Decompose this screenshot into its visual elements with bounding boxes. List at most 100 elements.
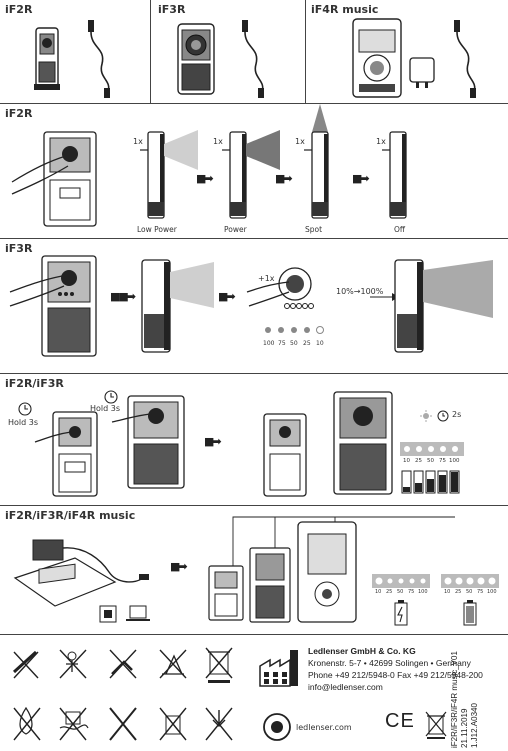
battery-level-icons xyxy=(401,470,460,494)
if2r-charging-device xyxy=(208,565,244,621)
charge-left-10: 10 xyxy=(375,589,382,595)
clock-icon xyxy=(18,402,32,416)
if3r-lamp-on xyxy=(141,259,214,353)
globe-info-icon xyxy=(263,713,291,741)
level-50: 50 xyxy=(290,340,298,347)
next-step-arrow-6: ■➡ xyxy=(204,435,222,448)
doc-code: 1.J12.A0340 xyxy=(470,703,479,748)
if4r-charging-device xyxy=(297,521,357,623)
ce-mark: CE xyxy=(385,710,415,732)
mode-label-power: Power xyxy=(224,225,247,234)
dimming-range: 10%→100% xyxy=(336,287,384,296)
section-label-if2r: iF2R xyxy=(5,107,33,120)
divider-1 xyxy=(0,103,508,104)
lamp-spot xyxy=(304,104,329,219)
section-label-charging: iF2R/iF3R/iF4R music xyxy=(5,509,136,522)
next-step-arrow-1: ■➡ xyxy=(196,172,214,185)
charge-level-25: 25 xyxy=(415,458,422,464)
divider-v2 xyxy=(305,0,306,103)
next-step-arrow-7: ■➡ xyxy=(170,560,188,573)
warning-icons-grid xyxy=(12,647,233,741)
timer-label: 2s xyxy=(452,410,462,419)
if2r-hold-illustration xyxy=(34,411,98,497)
if4r-cable-illustration xyxy=(454,20,476,98)
charge-left-50: 50 xyxy=(397,589,404,595)
charge-left-25: 25 xyxy=(386,589,393,595)
model-label-if4r: iF4R music xyxy=(311,3,379,16)
weee-bin-icon xyxy=(425,711,447,739)
if3r-charging-device xyxy=(249,547,291,623)
clock-icon xyxy=(437,410,449,422)
section-label-if2r-if3r: iF2R/iF3R xyxy=(5,377,64,390)
charge-left-75: 75 xyxy=(408,589,415,595)
section-label-if3r: iF3R xyxy=(5,242,33,255)
company-info: Ledlenser GmbH & Co. KG Kronenstr. 5-7 •… xyxy=(308,645,483,693)
hold-label-left: Hold 3s xyxy=(8,418,39,427)
press-count-2: 1x xyxy=(213,137,223,146)
company-email[interactable]: info@ledlenser.com xyxy=(308,682,383,692)
level-25: 25 xyxy=(303,340,311,347)
divider-5 xyxy=(0,634,508,635)
model-label-if3r: iF3R xyxy=(158,3,186,16)
battery-full-icon xyxy=(463,600,477,626)
if2r-hand-press-illustration xyxy=(11,131,97,227)
doc-date: 21.11.2019 xyxy=(460,708,469,748)
usb-plug-icon xyxy=(99,605,117,623)
if3r-battery-check xyxy=(333,391,393,495)
if3r-device-illustration xyxy=(177,23,215,95)
charging-level-dots-left xyxy=(372,574,430,588)
charge-left-100: 100 xyxy=(418,589,428,595)
brightness-level-dots xyxy=(265,326,324,334)
charge-right-10: 10 xyxy=(444,589,451,595)
level-100: 100 xyxy=(263,340,275,347)
divider-2 xyxy=(0,238,508,239)
sun-icon xyxy=(420,410,432,422)
laptop-charging-illustration xyxy=(13,539,149,607)
mode-label-off: Off xyxy=(394,225,406,234)
hold-label-right: Hold 3s xyxy=(90,404,121,413)
level-75: 75 xyxy=(278,340,286,347)
level-10: 10 xyxy=(316,340,324,347)
company-address: Kronenstr. 5-7 • 42699 Solingen • German… xyxy=(308,658,471,668)
if2r-device-illustration xyxy=(34,27,60,90)
charge-right-75: 75 xyxy=(477,589,484,595)
charge-level-75: 75 xyxy=(439,458,446,464)
dimming-press-count: +1x xyxy=(258,274,275,283)
press-count-1: 1x xyxy=(133,137,143,146)
next-step-arrow-2: ■➡ xyxy=(275,172,293,185)
factory-icon xyxy=(259,650,298,687)
doc-version: iF2R/iF3R/iF4R music_V01 xyxy=(450,651,459,748)
if2r-cable-illustration xyxy=(88,20,110,98)
charge-level-dots xyxy=(400,442,464,456)
if3r-hand-press-illustration xyxy=(9,255,97,357)
charge-right-25: 25 xyxy=(455,589,462,595)
laptop-icon xyxy=(126,605,150,621)
divider-v1 xyxy=(150,0,151,103)
divider-3 xyxy=(0,373,508,374)
if2r-battery-check xyxy=(263,413,307,497)
clock-icon xyxy=(104,390,118,404)
battery-charging-icon xyxy=(394,600,408,626)
dimming-dial-illustration xyxy=(246,267,314,309)
charge-level-10: 10 xyxy=(403,458,410,464)
if4r-device-illustration xyxy=(352,18,402,98)
charge-right-100: 100 xyxy=(487,589,497,595)
model-label-if2r: iF2R xyxy=(5,3,33,16)
company-name: Ledlenser GmbH & Co. KG xyxy=(308,646,416,656)
website-link[interactable]: ledlenser.com xyxy=(296,723,352,732)
mode-label-low-power: Low Power xyxy=(137,225,177,234)
charging-level-dots-right xyxy=(441,574,499,588)
doc-version-block: iF2R/iF3R/iF4R music_V01 21.11.2019 1.J1… xyxy=(450,651,480,748)
press-count-3: 1x xyxy=(295,137,305,146)
next-step-arrow-5: ■➡ xyxy=(218,290,236,303)
next-step-arrow-3: ■➡ xyxy=(352,172,370,185)
if3r-lamp-full xyxy=(394,259,493,353)
lamp-power xyxy=(222,130,280,219)
charge-level-50: 50 xyxy=(427,458,434,464)
press-count-4: 1x xyxy=(376,137,386,146)
divider-4 xyxy=(0,505,508,506)
if3r-cable-illustration xyxy=(242,20,264,98)
lamp-off xyxy=(382,131,407,219)
if3r-hold-illustration xyxy=(111,395,185,489)
usb-charger-illustration xyxy=(409,57,435,88)
